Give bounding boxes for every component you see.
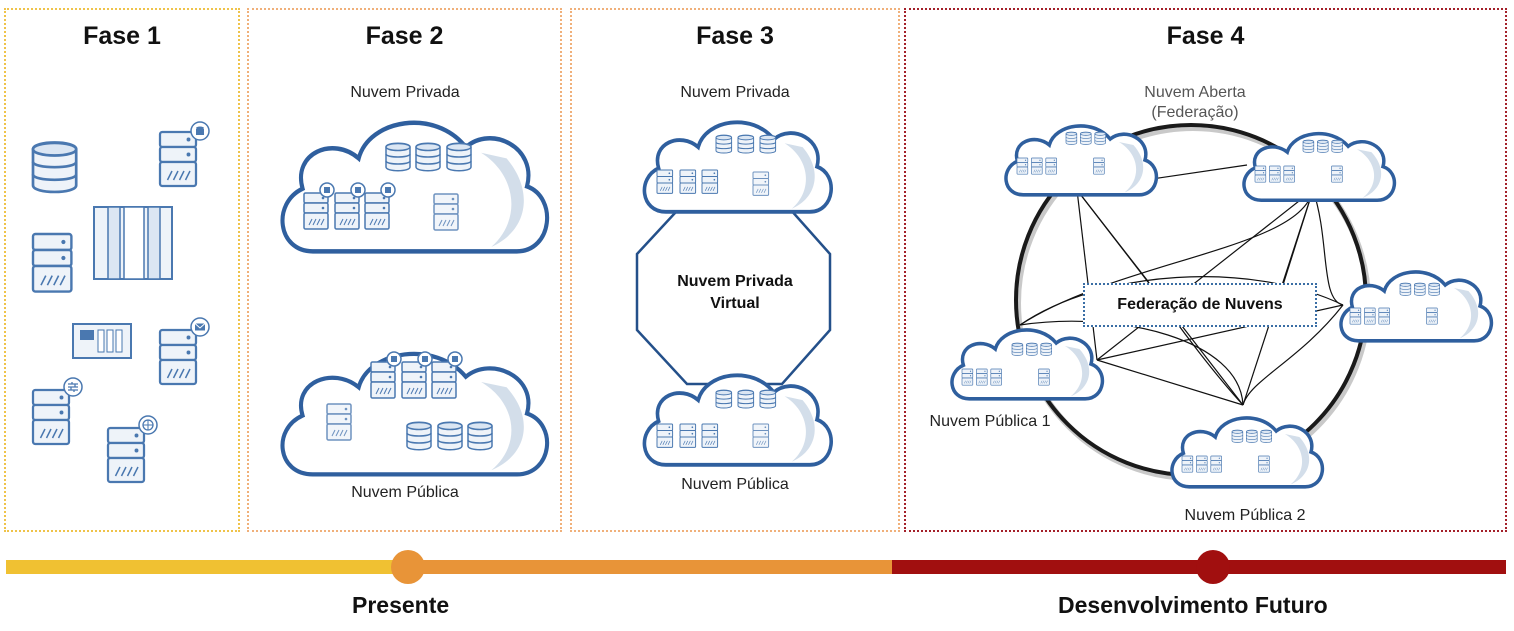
phase-4-title: Fase 4: [1166, 22, 1245, 50]
phase-3-title: Fase 3: [696, 22, 774, 50]
phase-3-public-cloud-label: Nuvem Pública: [681, 476, 789, 493]
server-icon: [31, 232, 73, 293]
web-server-icon: [106, 426, 146, 484]
public-cloud-2-icon: [1170, 416, 1325, 489]
open-cloud-label: Nuvem Aberta: [1144, 84, 1246, 101]
present-marker: [391, 550, 425, 584]
timeline-bar: [6, 550, 1506, 584]
phase-2-private-cloud-icon: [283, 123, 548, 252]
present-label: Presente: [352, 592, 450, 618]
open-cloud-sublabel: (Federação): [1151, 104, 1239, 121]
phase-3-private-cloud-label: Nuvem Privada: [680, 84, 790, 101]
virtual-private-cloud-octagon: [635, 198, 832, 386]
public-cloud-1-label: Nuvem Pública 1: [929, 413, 1051, 430]
phase-2-title: Fase 2: [365, 22, 444, 50]
database-server-icon: [158, 130, 198, 188]
mail-badge-icon: [190, 317, 210, 337]
public-cloud-1-icon: [950, 328, 1105, 401]
fed-cloud-top-left-icon: [1004, 124, 1159, 197]
firewall-server-icon: [31, 388, 71, 446]
federation-label: Federação de Nuvens: [1117, 296, 1283, 313]
phase-3-public-cloud-icon: [642, 373, 834, 467]
future-label: Desenvolvimento Futuro: [1058, 592, 1328, 618]
phase-1-icons: [31, 121, 210, 484]
fed-cloud-top-right-icon: [1242, 131, 1397, 202]
future-marker: [1196, 550, 1230, 584]
federation-box: Federação de Nuvens: [1083, 283, 1317, 327]
fed-cloud-right-icon: [1339, 270, 1494, 343]
public-cloud-2-label: Nuvem Pública 2: [1184, 507, 1306, 524]
phase-2-public-cloud-icon: [283, 354, 548, 475]
globe-badge-icon: [138, 415, 158, 435]
firewall-badge-icon: [63, 377, 83, 397]
phase-2-private-cloud-label: Nuvem Privada: [350, 84, 460, 101]
phase-2-public-cloud-label: Nuvem Pública: [351, 484, 459, 501]
phase-1-title: Fase 1: [83, 22, 161, 50]
database-badge-icon: [190, 121, 210, 141]
mail-server-icon: [158, 328, 198, 386]
mainframe-icon: [93, 206, 173, 280]
phase-3-private-cloud-icon: [642, 120, 834, 214]
network-switch-icon: [72, 323, 132, 359]
virtual-private-cloud-label: Nuvem Privada Virtual: [677, 273, 793, 312]
database-icon: [31, 141, 78, 194]
